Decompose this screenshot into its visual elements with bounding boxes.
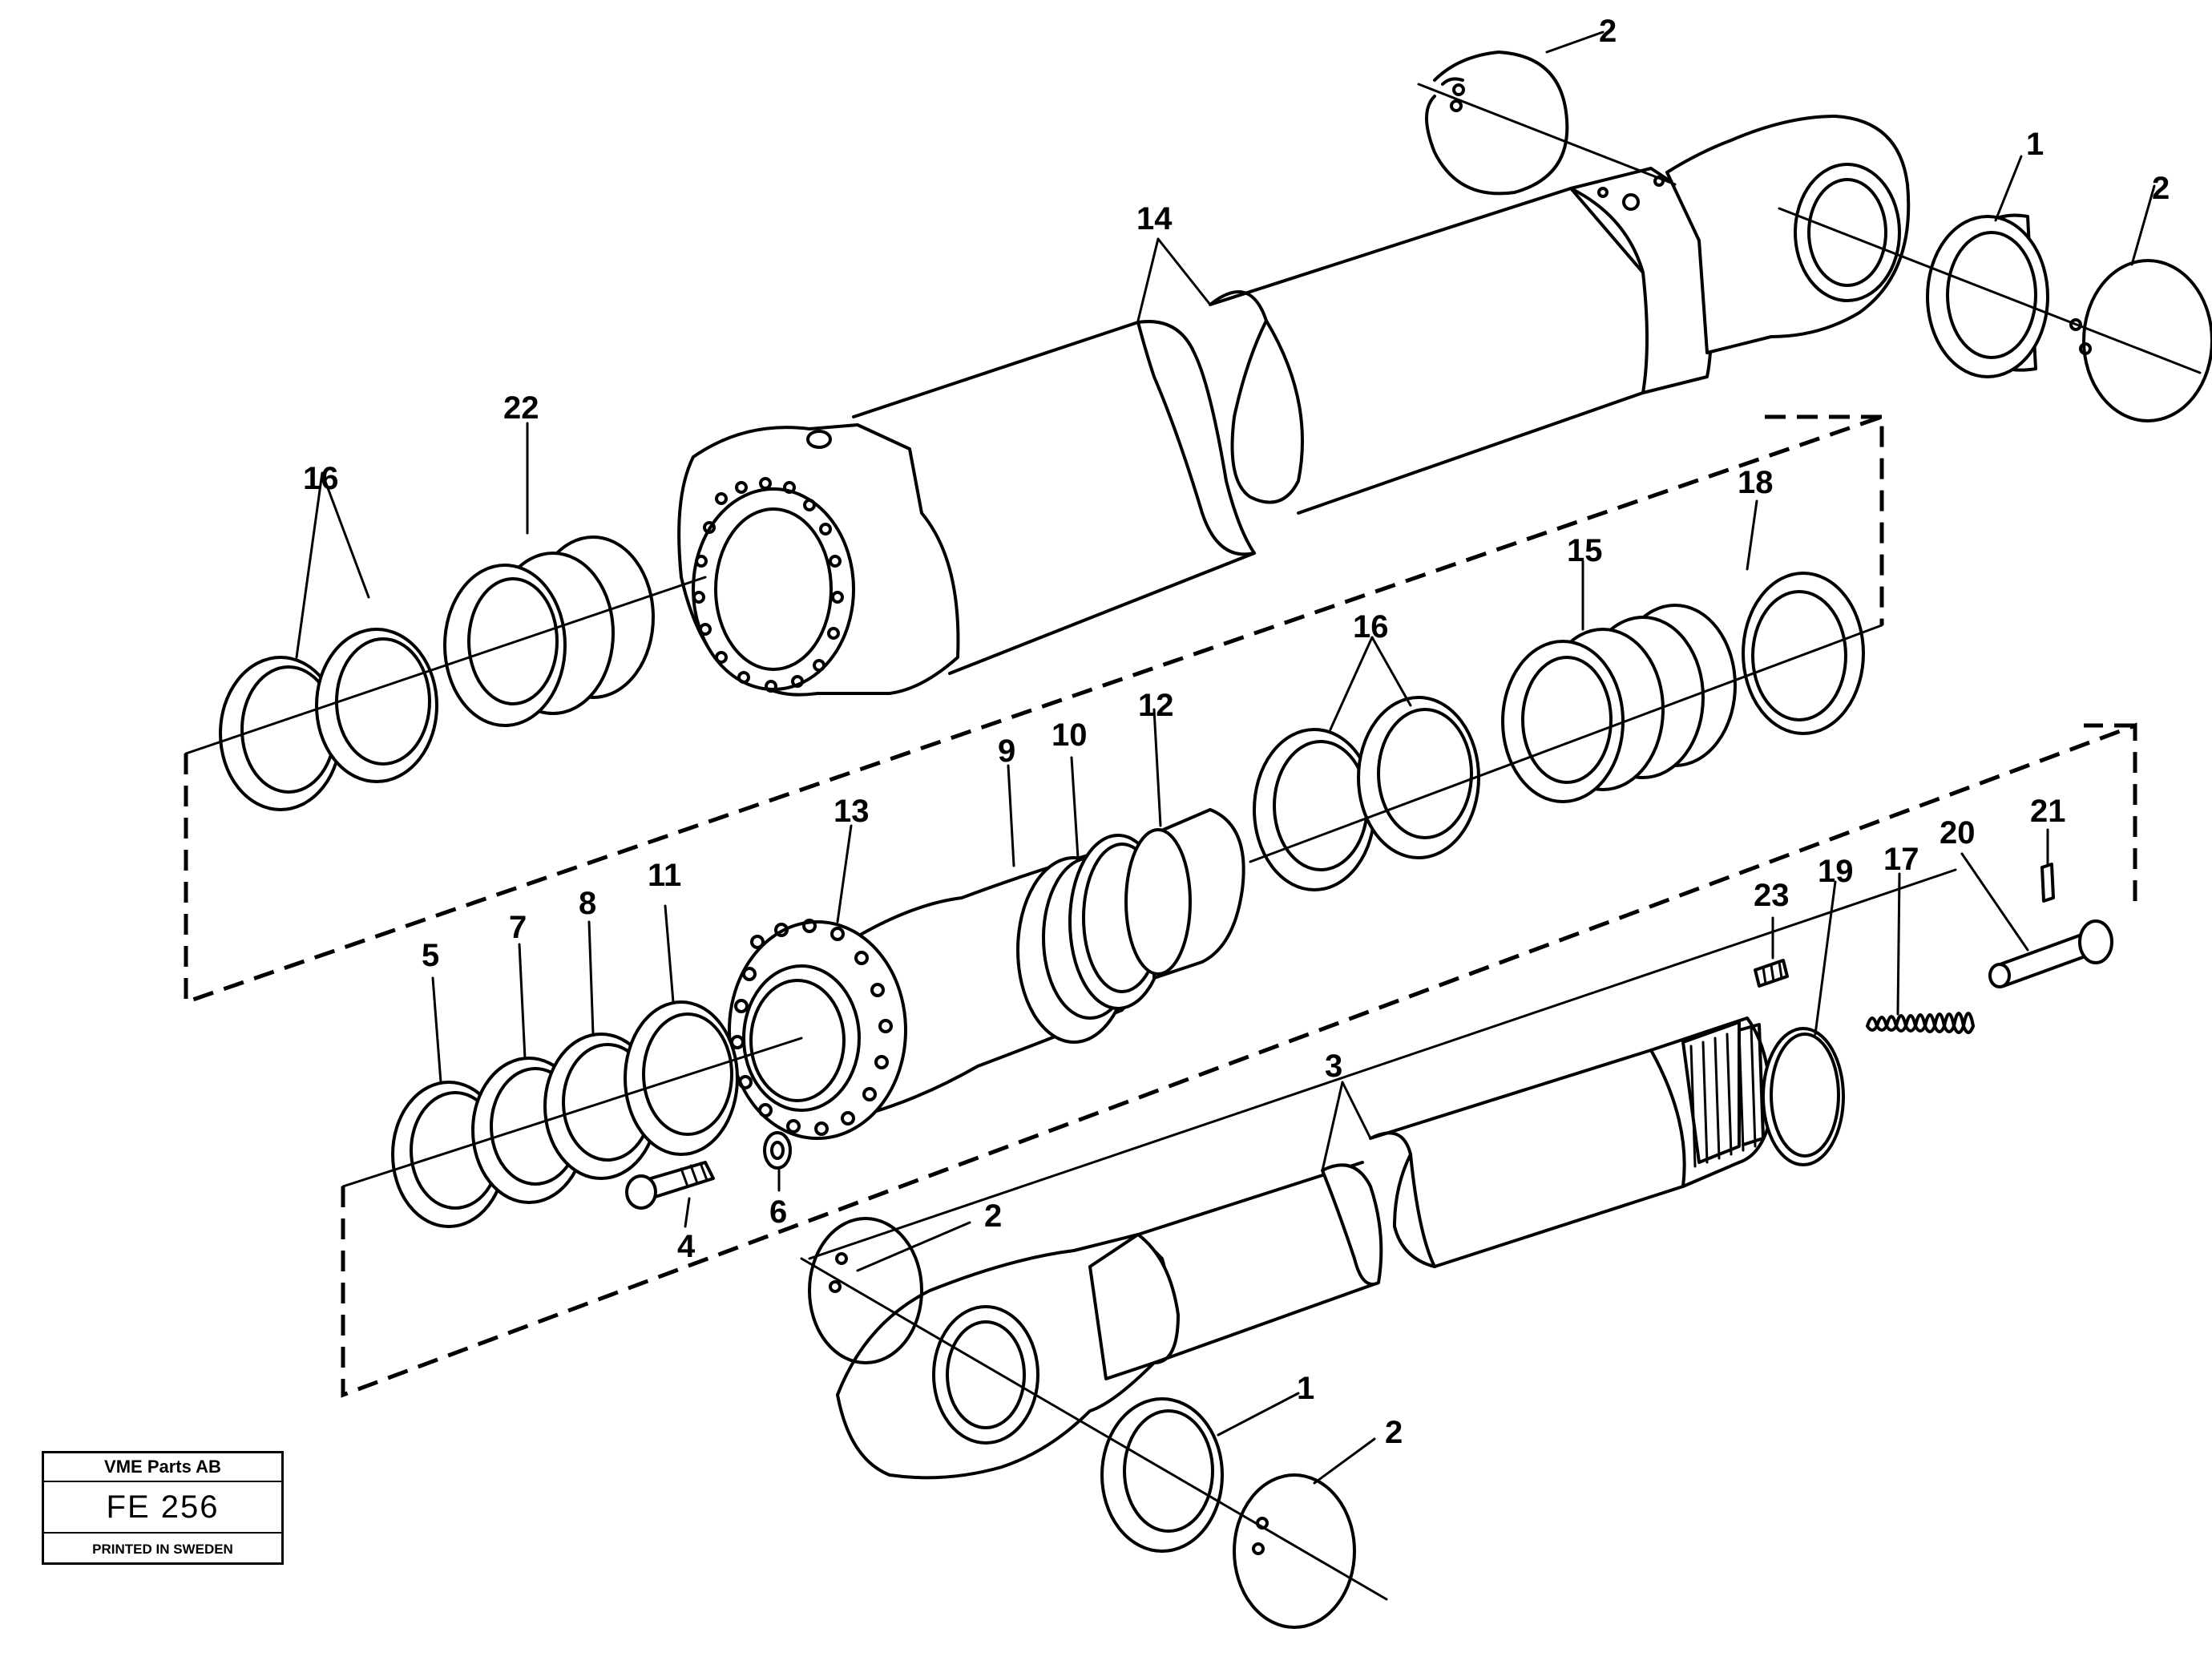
upper-axis-line bbox=[184, 576, 707, 755]
printed-note: PRINTED IN SWEDEN bbox=[92, 1542, 233, 1557]
piston-nut-12 bbox=[1124, 808, 1245, 980]
callout-1-upper: 1 bbox=[2026, 127, 2044, 162]
company-name: VME Parts AB bbox=[44, 1453, 281, 1482]
bushing-1-lower bbox=[1100, 1397, 1224, 1553]
mid-axis-line bbox=[1249, 624, 1883, 863]
o-ring-19 bbox=[1762, 1027, 1845, 1166]
callout-8: 8 bbox=[579, 886, 596, 921]
callout-22: 22 bbox=[503, 390, 539, 426]
figure-code: FE 256 bbox=[44, 1482, 281, 1534]
callout-19: 19 bbox=[1818, 854, 1854, 889]
bushing-1-upper bbox=[1926, 213, 2049, 378]
callout-16-mid: 16 bbox=[1353, 609, 1389, 645]
spring-17 bbox=[1866, 1012, 1975, 1034]
mid-seal-16b bbox=[1357, 696, 1480, 859]
valve-pin-20 bbox=[1988, 919, 2113, 988]
callout-2-lower-right: 2 bbox=[1385, 1415, 1403, 1450]
piston-seal-15 bbox=[1501, 604, 1737, 803]
cylinder-tube bbox=[677, 115, 1911, 697]
callout-9: 9 bbox=[998, 733, 1015, 769]
circlip-2-right bbox=[2069, 259, 2212, 422]
upper-seal-16a bbox=[219, 656, 342, 811]
leader-lines bbox=[295, 30, 2156, 1485]
screw-4 bbox=[625, 1161, 715, 1210]
rod-axis-line bbox=[808, 868, 1957, 1260]
callout-4: 4 bbox=[677, 1229, 696, 1264]
callout-14: 14 bbox=[1136, 201, 1173, 236]
callout-15: 15 bbox=[1567, 533, 1603, 568]
upper-eye-axis-a bbox=[1417, 83, 1677, 186]
plug-23 bbox=[1754, 959, 1789, 988]
callout-10: 10 bbox=[1052, 717, 1088, 753]
piston-rod bbox=[836, 1016, 1773, 1480]
upper-eye-axis-b bbox=[1778, 207, 2202, 374]
callout-7: 7 bbox=[509, 910, 527, 945]
circlip-2-lower-left bbox=[808, 1217, 923, 1364]
callout-13: 13 bbox=[834, 794, 870, 829]
callout-23: 23 bbox=[1754, 878, 1790, 913]
title-block: VME Parts AB FE 256 PRINTED IN SWEDEN bbox=[42, 1451, 284, 1565]
circlip-2-top bbox=[1425, 51, 1569, 196]
lower-eye-axis bbox=[800, 1257, 1388, 1601]
callout-2-right: 2 bbox=[2152, 171, 2170, 206]
callout-17: 17 bbox=[1883, 842, 1919, 877]
callout-2-lower-left: 2 bbox=[984, 1198, 1002, 1234]
callout-labels: 2 1 2 14 22 16 18 15 16 12 10 9 13 11 8 … bbox=[303, 14, 2170, 1450]
lower-group-bracket bbox=[341, 722, 2137, 1398]
mid-seal-16a bbox=[1253, 728, 1376, 891]
upper-guide-ring-22 bbox=[443, 535, 655, 727]
rod-thread bbox=[1689, 1023, 1765, 1168]
washer-6 bbox=[763, 1131, 792, 1170]
callout-18: 18 bbox=[1738, 465, 1774, 500]
lower-left-axis-line bbox=[341, 1037, 803, 1188]
circlip-2-lower-right bbox=[1233, 1473, 1356, 1629]
callout-16-upper: 16 bbox=[303, 461, 339, 496]
callout-20: 20 bbox=[1940, 815, 1976, 851]
callout-2-top: 2 bbox=[1599, 14, 1617, 49]
callout-11: 11 bbox=[648, 858, 681, 893]
upper-group-bracket bbox=[184, 414, 1884, 1005]
pin-21 bbox=[2040, 863, 2055, 903]
callout-1-lower: 1 bbox=[1297, 1371, 1314, 1406]
callout-5: 5 bbox=[422, 938, 439, 973]
upper-seal-16b bbox=[315, 628, 438, 783]
callout-12: 12 bbox=[1138, 688, 1174, 723]
callout-21: 21 bbox=[2030, 794, 2066, 829]
flange-bolt-holes bbox=[692, 477, 844, 693]
callout-6: 6 bbox=[769, 1194, 787, 1230]
seal-ring-18 bbox=[1742, 572, 1865, 735]
callout-3: 3 bbox=[1325, 1049, 1342, 1084]
